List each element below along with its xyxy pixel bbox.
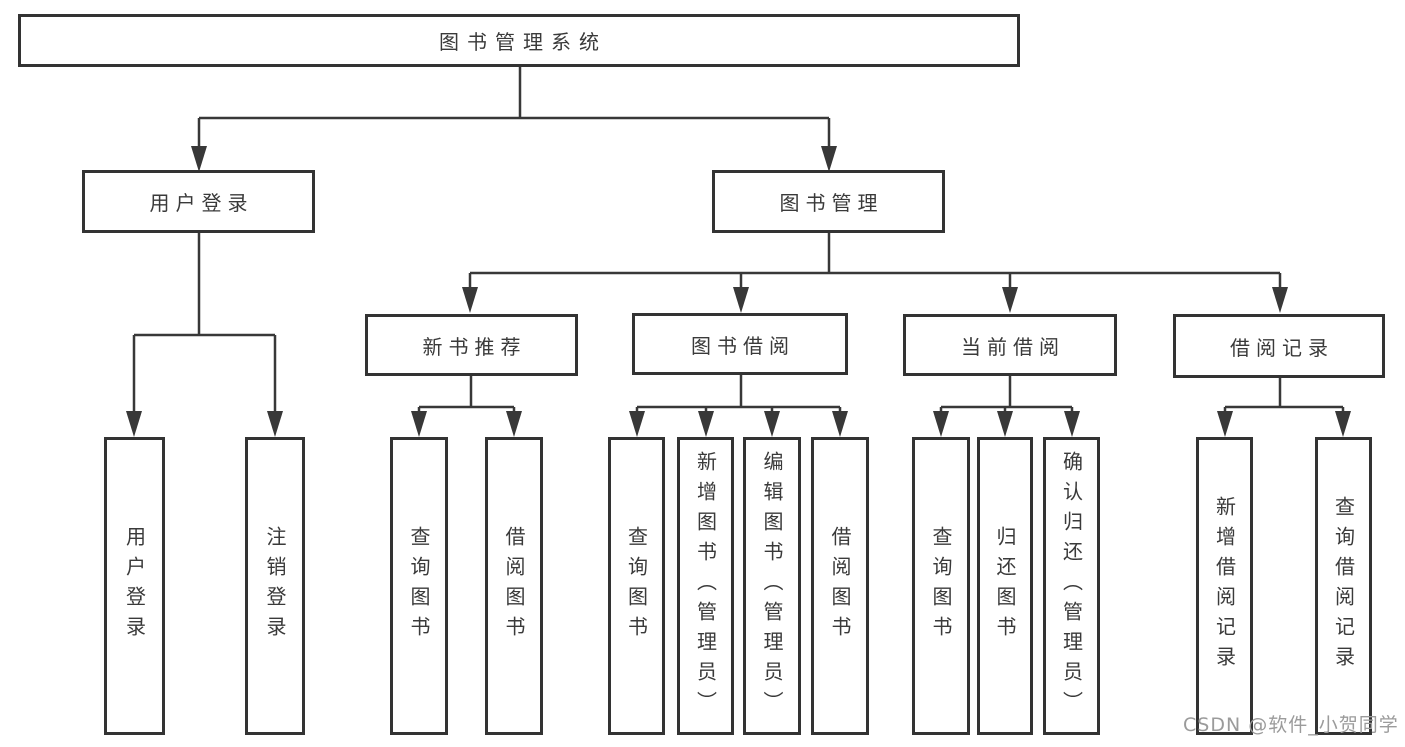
node-return-books: 归还图书 xyxy=(977,437,1033,735)
node-book-management-label: 图书管理 xyxy=(779,191,884,215)
node-new-book-recommendation: 新书推荐 xyxy=(365,314,578,376)
node-borrowing-records-label: 借阅记录 xyxy=(1230,335,1334,360)
node-current-borrowing-label: 当前借阅 xyxy=(961,334,1065,359)
node-book-borrowing: 图书借阅 xyxy=(632,313,848,375)
node-query-books-recommend: 查询图书 xyxy=(390,437,448,735)
node-query-books-current: 查询图书 xyxy=(912,437,970,735)
node-edit-books-admin: 编辑图书（管理员） xyxy=(743,437,801,735)
node-query-books-current-label: 查询图书 xyxy=(929,526,953,646)
node-logout-leaf-label: 注销登录 xyxy=(263,526,287,646)
node-current-borrowing: 当前借阅 xyxy=(903,314,1117,376)
node-confirm-return-admin-label: 确认归还（管理员） xyxy=(1059,451,1084,721)
node-book-borrowing-label: 图书借阅 xyxy=(691,333,795,358)
node-confirm-return-admin: 确认归还（管理员） xyxy=(1043,437,1100,735)
node-query-borrow-record-label: 查询借阅记录 xyxy=(1331,496,1356,676)
node-root: 图书管理系统 xyxy=(18,14,1020,67)
node-user-login-leaf: 用户登录 xyxy=(104,437,165,735)
node-borrow-books-recommend: 借阅图书 xyxy=(485,437,543,735)
watermark-text: CSDN @软件_小贺同学 xyxy=(1183,714,1399,736)
node-user-login-label: 用户登录 xyxy=(149,191,254,215)
node-add-books-admin: 新增图书（管理员） xyxy=(677,437,734,735)
node-logout-leaf: 注销登录 xyxy=(245,437,305,735)
node-add-books-admin-label: 新增图书（管理员） xyxy=(693,451,718,721)
node-return-books-label: 归还图书 xyxy=(993,526,1017,646)
arrowhead-icons xyxy=(126,146,1351,437)
node-query-books-borrowing: 查询图书 xyxy=(608,437,665,735)
node-borrow-books-leaf-label: 借阅图书 xyxy=(828,526,852,646)
node-borrowing-records: 借阅记录 xyxy=(1173,314,1385,378)
node-borrow-books-recommend-label: 借阅图书 xyxy=(502,526,526,646)
node-query-books-borrowing-label: 查询图书 xyxy=(624,526,649,646)
node-root-label: 图书管理系统 xyxy=(439,30,607,54)
node-add-borrow-record-label: 新增借阅记录 xyxy=(1212,496,1237,676)
node-add-borrow-record: 新增借阅记录 xyxy=(1196,437,1253,735)
node-user-login-leaf-label: 用户登录 xyxy=(122,526,147,646)
node-query-books-recommend-label: 查询图书 xyxy=(407,526,431,646)
node-query-borrow-record: 查询借阅记录 xyxy=(1315,437,1372,735)
node-borrow-books-leaf: 借阅图书 xyxy=(811,437,869,735)
node-new-book-recommendation-label: 新书推荐 xyxy=(422,334,527,359)
node-edit-books-admin-label: 编辑图书（管理员） xyxy=(760,451,784,721)
node-user-login: 用户登录 xyxy=(82,170,315,233)
node-book-management: 图书管理 xyxy=(712,170,945,233)
